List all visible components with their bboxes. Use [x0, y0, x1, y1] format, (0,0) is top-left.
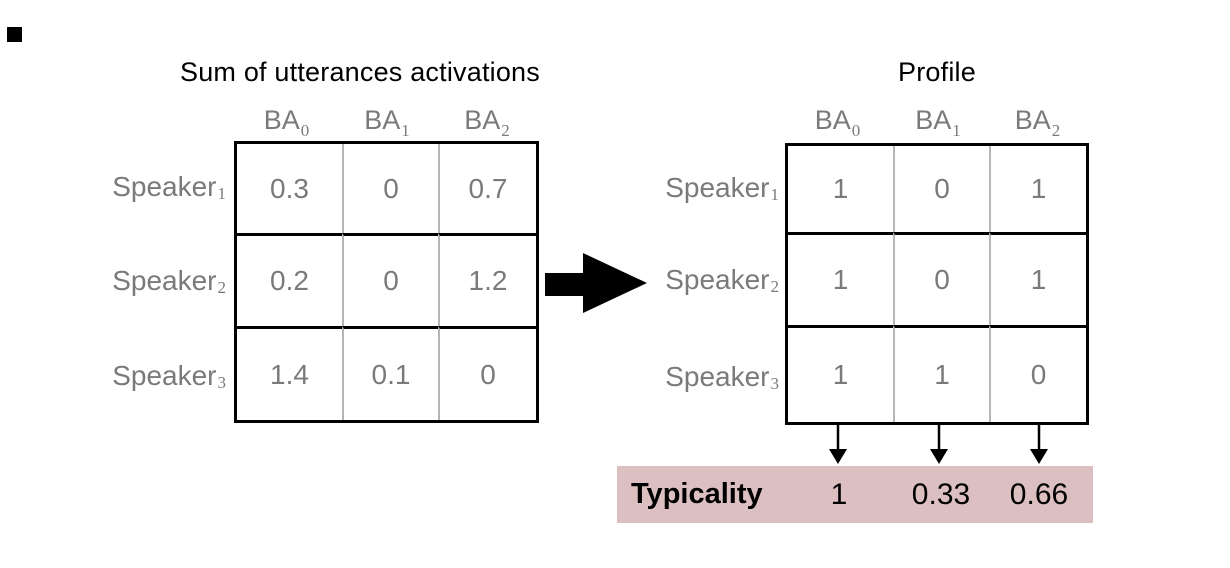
- table-cell: 0.1: [342, 326, 438, 420]
- label-subscript: 1: [770, 184, 780, 204]
- label-subscript: 3: [770, 373, 780, 393]
- col-header-ba1: BA1: [339, 105, 435, 140]
- header-subscript: 1: [401, 121, 410, 140]
- col-header-ba2: BA2: [986, 105, 1089, 140]
- right-table: 1 0 1 1 0 1 1 1 0: [785, 143, 1089, 425]
- table-cell: 0: [893, 232, 989, 325]
- right-table-title: Profile: [898, 57, 976, 87]
- label-base-text: Speaker: [112, 171, 217, 202]
- label-base-text: Speaker: [112, 265, 217, 296]
- col-header-ba0: BA0: [234, 105, 339, 140]
- left-table: 0.3 0 0.7 0.2 0 1.2 1.4 0.1 0: [234, 141, 539, 423]
- table-cell: 0.7: [438, 144, 536, 233]
- header-subscript: 2: [501, 121, 510, 140]
- header-subscript: 1: [952, 121, 961, 140]
- table-cell: 1.2: [438, 233, 536, 326]
- col-header-ba0: BA0: [785, 105, 890, 140]
- typicality-value: 0.33: [911, 477, 971, 511]
- header-subscript: 2: [1051, 121, 1061, 140]
- table-cell: 0.2: [237, 233, 342, 326]
- table-cell: 0: [342, 144, 438, 233]
- down-arrow-icon: [828, 425, 847, 464]
- transform-arrow-icon: [545, 253, 647, 313]
- header-base-text: BA: [915, 105, 952, 135]
- label-subscript: 1: [217, 184, 227, 203]
- down-arrow-icon: [930, 425, 948, 464]
- column-arrows: [785, 425, 1089, 465]
- table-cell: 0: [893, 146, 989, 232]
- header-subscript: 0: [851, 121, 861, 140]
- typicality-value: 1: [830, 477, 848, 511]
- label-subscript: 3: [217, 373, 227, 392]
- label-subscript: 2: [217, 278, 227, 297]
- table-cell: 0: [989, 325, 1086, 422]
- label-base-text: Speaker: [665, 360, 770, 392]
- table-cell: 1: [832, 173, 849, 204]
- typicality-label: Typicality: [631, 478, 763, 510]
- table-cell: 1: [989, 232, 1086, 325]
- table-cell: 0: [342, 233, 438, 326]
- left-col-headers: BA0 BA1 BA2: [234, 96, 539, 140]
- label-subscript: 2: [770, 277, 780, 296]
- down-arrow-icon: [1029, 425, 1048, 464]
- header-base-text: BA: [1014, 105, 1051, 135]
- typicality-band: Typicality 1 0.33 0.66: [617, 466, 1093, 523]
- right-col-headers: BA0 BA1 BA2: [785, 96, 1089, 140]
- header-base-text: BA: [814, 105, 851, 135]
- header-base-text: BA: [263, 105, 300, 135]
- left-table-title: Sum of utterances activations: [180, 57, 540, 87]
- table-cell: 1.4: [237, 326, 342, 420]
- header-base-text: BA: [464, 105, 501, 135]
- label-base-text: Speaker: [112, 360, 217, 391]
- corner-square-mark: [7, 27, 22, 42]
- table-cell: 0: [438, 326, 536, 420]
- header-subscript: 0: [300, 121, 310, 140]
- col-header-ba2: BA2: [435, 105, 539, 140]
- label-base-text: Speaker: [665, 171, 770, 203]
- table-cell: 0.3: [270, 172, 309, 204]
- table-cell: 1: [893, 325, 989, 422]
- typicality-value: 0.66: [1009, 477, 1069, 511]
- header-base-text: BA: [364, 105, 401, 135]
- table-cell: 1: [788, 325, 893, 422]
- label-base-text: Speaker: [665, 264, 770, 295]
- col-header-ba1: BA1: [890, 105, 986, 140]
- table-cell: 1: [989, 146, 1086, 232]
- table-cell: 1: [788, 232, 893, 325]
